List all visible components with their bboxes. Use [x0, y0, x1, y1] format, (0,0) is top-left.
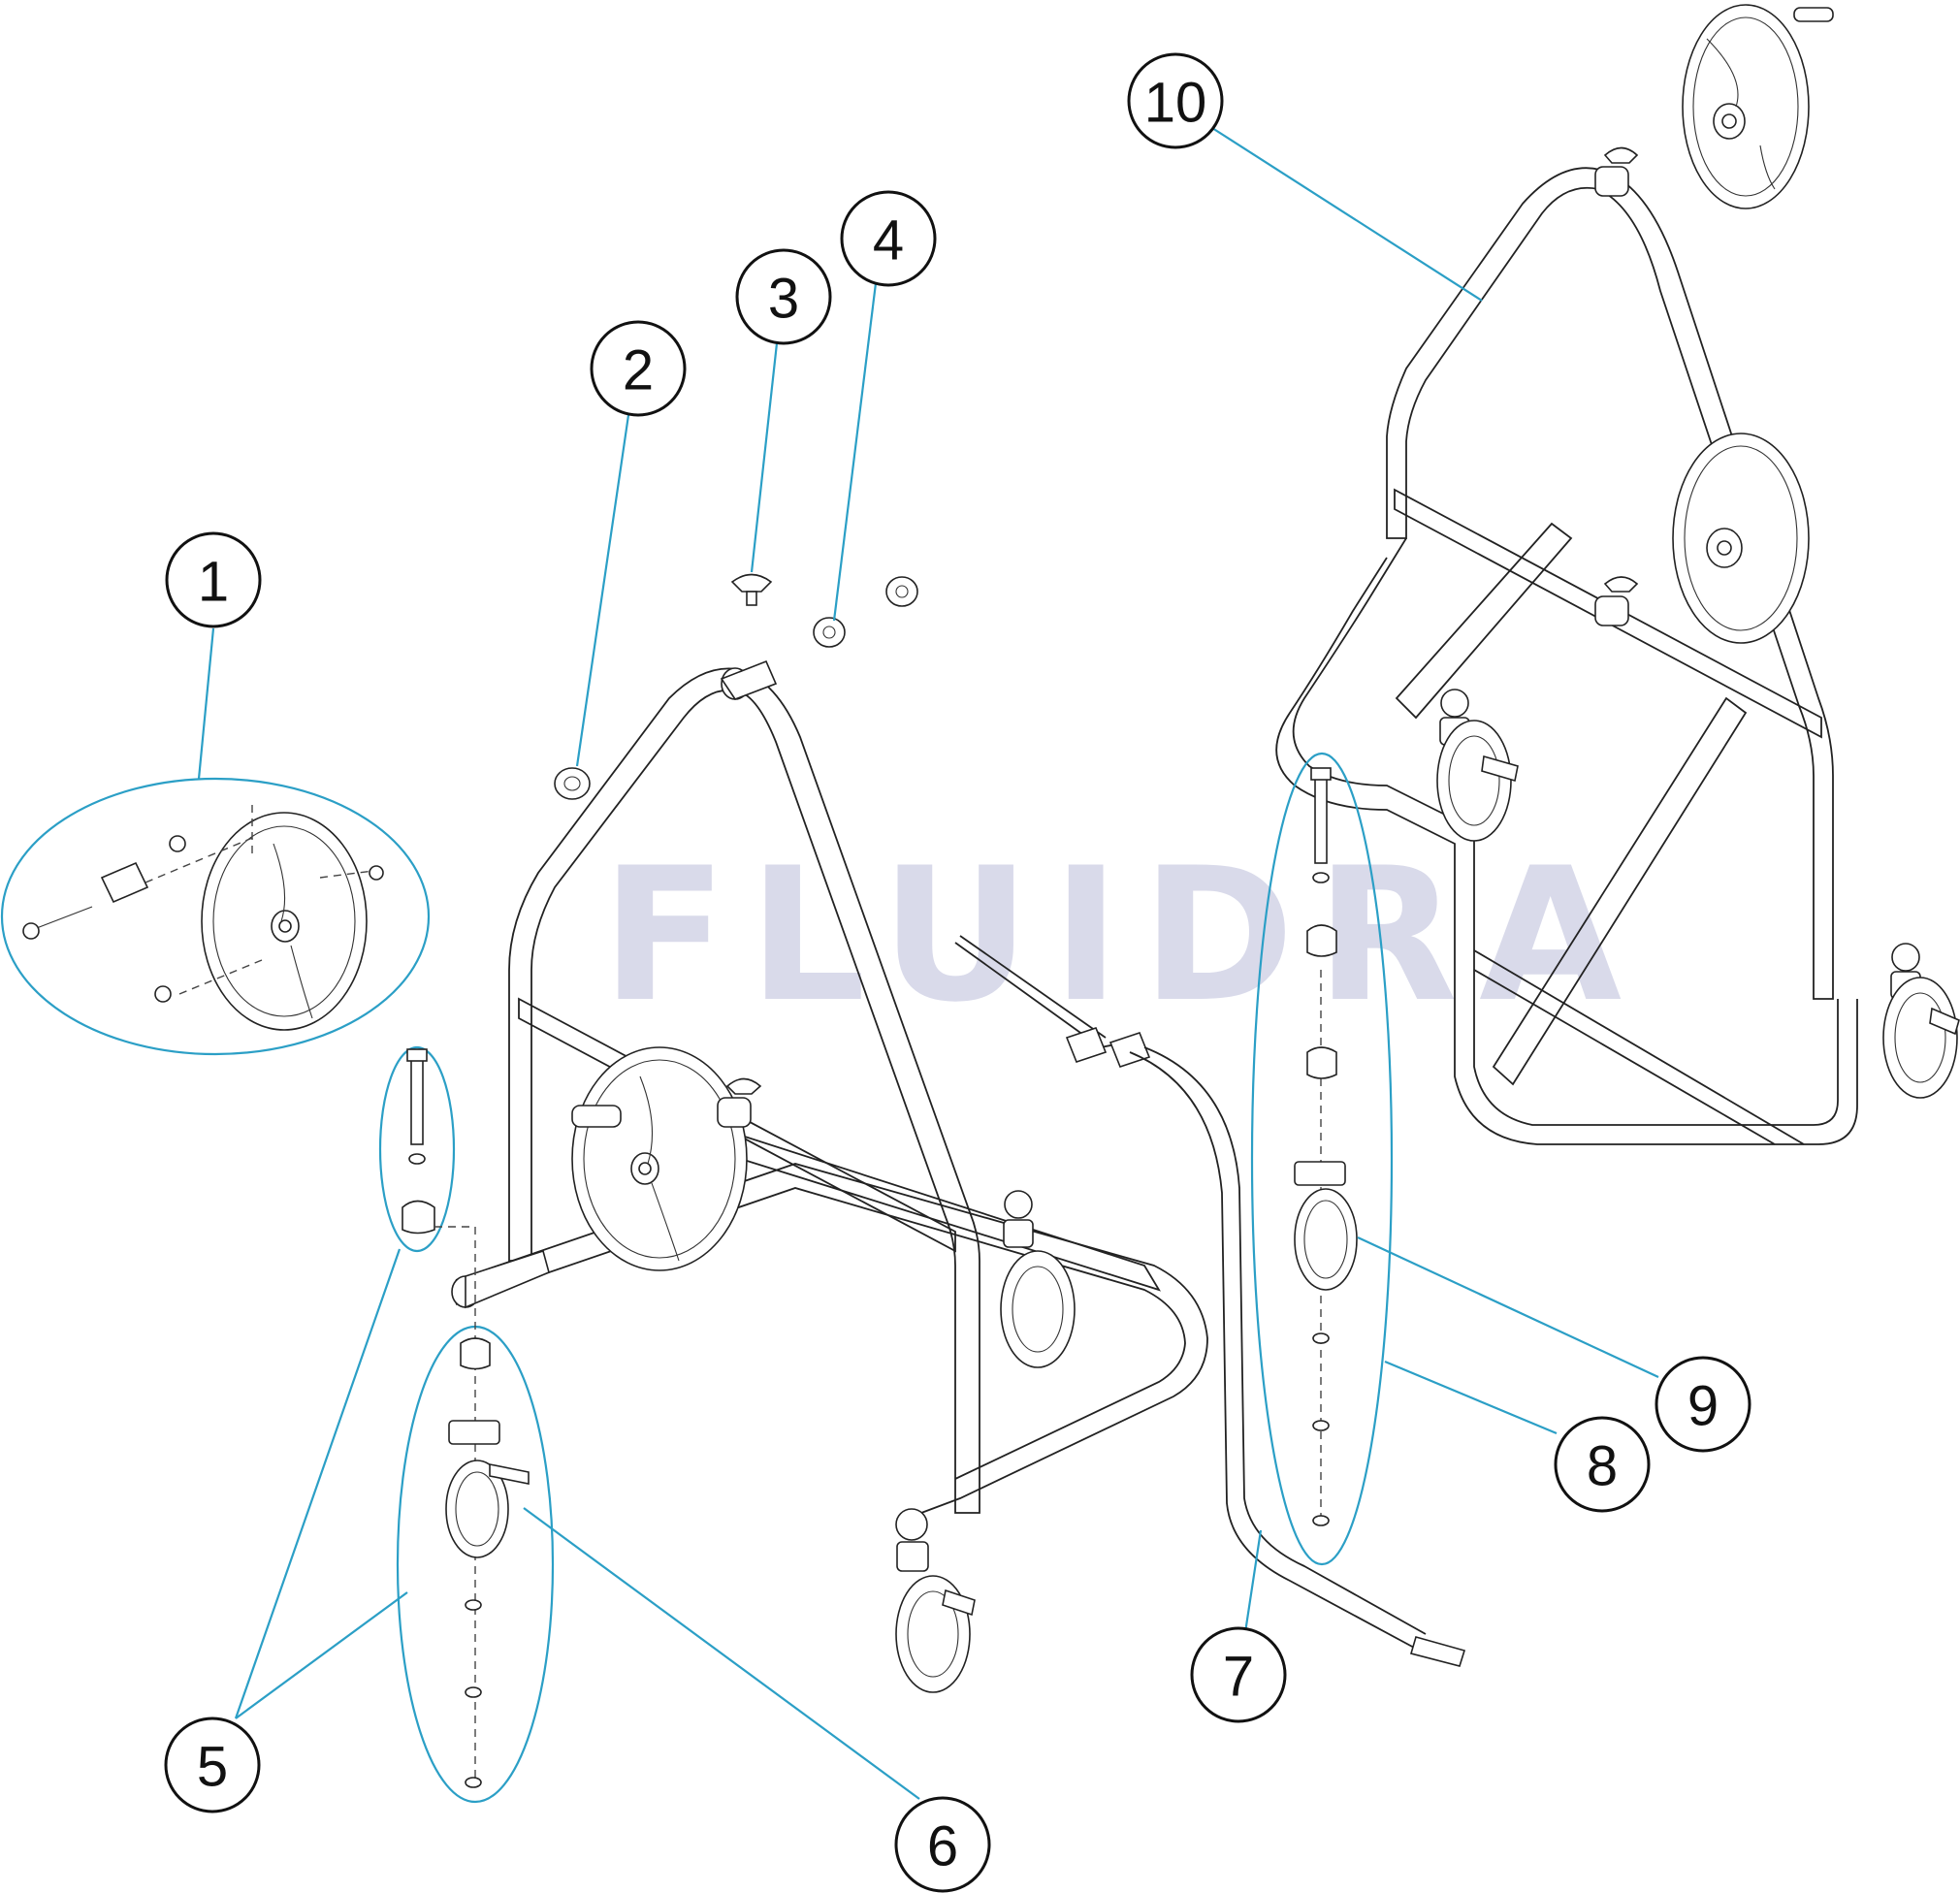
callout-3: 3: [735, 248, 832, 345]
callout-2-label: 2: [623, 339, 654, 402]
callout-5: 5: [164, 1717, 261, 1813]
callout-10: 10: [1127, 52, 1224, 149]
callout-8-label: 8: [1587, 1435, 1618, 1498]
leader-lines: [197, 127, 1659, 1800]
hose-drawing: [954, 935, 1466, 1667]
caster-assembly-right: [1250, 752, 1394, 1566]
watermark-text: FLUIDRA: [601, 828, 1643, 1043]
spacer-part-2: [554, 767, 591, 800]
callout-10-label: 10: [1144, 72, 1207, 135]
callout-9: 9: [1655, 1356, 1751, 1453]
callout-1: 1: [165, 531, 262, 628]
callout-1-label: 1: [198, 551, 229, 614]
callout-9-label: 9: [1687, 1375, 1719, 1438]
callout-5-label: 5: [197, 1736, 228, 1799]
callout-2: 2: [590, 320, 687, 417]
exploded-cart-drawing: [451, 659, 1208, 1693]
caster-assembly-left: [378, 1045, 555, 1804]
knob-part-3: [730, 573, 773, 606]
assembled-cart-drawing: [1275, 4, 1960, 1145]
callout-4: 4: [840, 190, 937, 287]
collar-part-4: [813, 576, 918, 648]
callout-3-label: 3: [768, 268, 799, 331]
wheel-assembly-part-1: [0, 777, 431, 1056]
callout-6: 6: [894, 1796, 991, 1893]
callout-4-label: 4: [873, 209, 904, 273]
callout-6-label: 6: [927, 1815, 958, 1878]
callout-7-label: 7: [1223, 1646, 1254, 1709]
callout-7: 7: [1190, 1626, 1287, 1723]
callout-8: 8: [1554, 1416, 1651, 1513]
